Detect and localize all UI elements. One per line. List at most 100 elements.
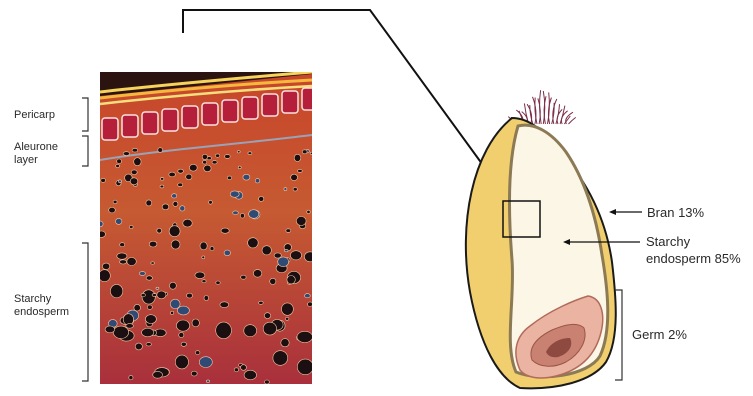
pericarp-bracket [82, 98, 88, 131]
starch-granule [248, 238, 259, 248]
starch-granule [110, 284, 122, 297]
starch-granule [98, 231, 106, 237]
starch-granule [130, 178, 138, 185]
starch-granule [171, 240, 180, 249]
starch-granule [241, 275, 246, 279]
starch-granule [146, 276, 152, 280]
starch-granule [199, 357, 212, 368]
starch-granule [230, 191, 239, 197]
starch-granule [220, 302, 229, 308]
starch-granule [157, 228, 162, 233]
starch-granule [244, 325, 257, 337]
starch-granule [281, 339, 289, 347]
aleurone-cell [142, 112, 158, 134]
starch-granule [195, 351, 200, 355]
starch-granule [131, 170, 137, 175]
starch-granule [282, 303, 294, 315]
starchy-endosperm-label-line1: Starchy [14, 293, 52, 305]
starch-granule [153, 371, 163, 378]
starch-granule [200, 242, 207, 250]
germ-label: Germ 2% [632, 327, 687, 342]
starch-granule [225, 155, 231, 159]
aleurone-cell [222, 100, 238, 122]
starch-granule [186, 174, 192, 180]
starch-granule [286, 229, 291, 233]
starch-granule [146, 343, 151, 346]
starch-granule [179, 332, 184, 337]
starch-granule [265, 380, 270, 384]
starch-granule [227, 176, 231, 180]
starch-granule [146, 200, 152, 206]
aleurone-cell [162, 109, 178, 131]
starch-granule [305, 294, 311, 298]
starch-granule [101, 178, 106, 182]
starch-granule [284, 188, 287, 191]
starch-granule [189, 164, 197, 171]
starch-granule [109, 207, 116, 213]
starch-granule [132, 148, 138, 152]
starch-granule [248, 152, 252, 155]
brush-hair [569, 117, 576, 124]
starch-granule [170, 299, 180, 309]
starch-granule [297, 331, 313, 342]
starch-granule [192, 319, 199, 327]
starchy-endosperm-bracket [82, 243, 88, 381]
starch-granule [113, 200, 117, 203]
starch-granule [175, 355, 188, 369]
starch-granule [160, 178, 164, 181]
starch-granule [172, 194, 177, 198]
aleurone-cell [282, 91, 298, 113]
aleurone-cell [202, 103, 218, 125]
starch-granule [120, 260, 127, 264]
starch-granule [273, 351, 288, 366]
starch-granule [297, 359, 313, 375]
starch-granule [294, 154, 301, 161]
aleurone-cell [102, 118, 118, 140]
starch-granule [126, 324, 134, 329]
starch-granule [255, 179, 260, 183]
starch-granule [233, 211, 239, 215]
starch-granule [141, 293, 145, 296]
starch-granule [278, 257, 289, 267]
starch-granule [129, 226, 133, 229]
starch-granule [158, 148, 163, 153]
starch-granule [145, 315, 156, 324]
starch-granule [216, 281, 220, 284]
starch-granule [264, 313, 270, 319]
starch-granule [290, 251, 301, 260]
starch-granule [241, 365, 247, 371]
pericarp-label: Pericarp [14, 109, 55, 121]
starch-granule [176, 320, 189, 331]
starch-granule [215, 154, 219, 157]
starch-granule [195, 272, 205, 279]
starch-granule [287, 276, 295, 284]
starch-granule [291, 174, 298, 180]
starch-granule [178, 169, 184, 173]
brush-hair [553, 99, 557, 124]
starch-granule [170, 282, 177, 289]
starch-granule [221, 228, 229, 233]
starch-granule [237, 151, 240, 153]
starch-granule [149, 241, 157, 247]
starch-granule [173, 201, 178, 206]
starch-granule [134, 158, 141, 166]
starch-granule [293, 187, 297, 191]
starch-granule [127, 258, 136, 266]
starch-granule [298, 169, 303, 172]
starch-granule [99, 270, 111, 282]
starch-granule [244, 370, 256, 380]
starch-granule [243, 174, 250, 180]
aleurone-cell [302, 88, 318, 110]
starch-granule [171, 311, 174, 314]
micrograph [98, 72, 318, 384]
starch-granule [212, 161, 217, 164]
starch-granule [262, 246, 271, 255]
aleurone-label-line2: layer [14, 154, 38, 166]
starch-granule [224, 250, 230, 256]
starch-granule [206, 380, 209, 383]
starch-granule [134, 304, 141, 311]
starch-granule [234, 368, 238, 372]
starch-granule [259, 301, 264, 304]
starch-granule [307, 210, 310, 213]
starch-granule [204, 296, 209, 301]
